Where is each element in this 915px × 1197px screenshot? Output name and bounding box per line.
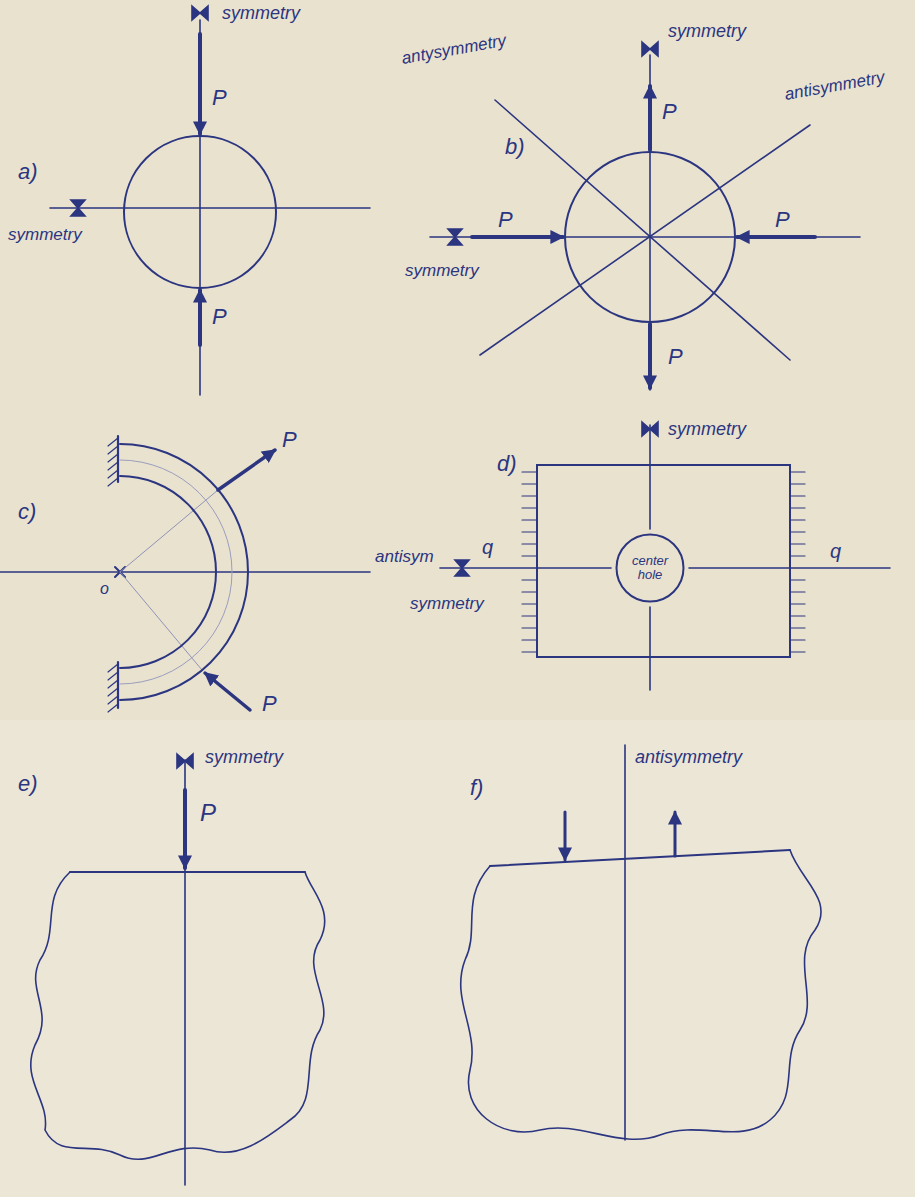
symmetry-label: symmetry (668, 420, 746, 440)
load-arrow (198, 290, 202, 345)
load-label: P (662, 100, 677, 124)
hole-outline (617, 535, 684, 602)
support-hatch (108, 438, 118, 486)
load-arrow (564, 812, 567, 860)
axis-line (649, 425, 651, 529)
part-label: e) (18, 772, 38, 796)
load-label: q (830, 540, 841, 562)
antisymmetry-line (495, 100, 790, 360)
hole-circle: center hole (615, 533, 685, 603)
half-space-surface (490, 850, 790, 866)
support-hatch (108, 664, 118, 712)
construction-line (120, 572, 202, 670)
axis-line (184, 760, 186, 1185)
axis-line (624, 745, 626, 1140)
load-label: P (212, 305, 227, 329)
symmetry-label: symmetry (410, 595, 484, 614)
axis-line (50, 207, 370, 209)
load-arrow (183, 790, 187, 868)
antisymmetry-line (480, 125, 810, 355)
hole-label: center hole (627, 554, 673, 583)
load-label: P (200, 800, 216, 826)
load-arrow (472, 235, 563, 239)
load-arrow (205, 673, 250, 710)
fixed-support (117, 436, 119, 482)
antisymmetry-label: antysymmetry (400, 32, 507, 69)
symmetry-label: symmetry (668, 22, 746, 42)
distributed-load (790, 472, 805, 652)
plate (537, 465, 790, 657)
load-arrow (198, 34, 202, 134)
load-label: P (668, 345, 683, 369)
load-label: P (498, 208, 513, 232)
construction-line (120, 490, 218, 572)
load-label: P (775, 208, 790, 232)
load-arrow (648, 324, 652, 388)
symmetry-symbol (642, 42, 658, 56)
axis-line (0, 571, 370, 573)
axis-line (649, 607, 651, 690)
load-arrow (218, 450, 275, 490)
load-label: q (482, 536, 493, 558)
antisymmetry-label: antisym (375, 548, 434, 567)
part-label: c) (18, 500, 36, 524)
load-arrow (737, 235, 815, 239)
distributed-load (522, 472, 537, 652)
center-label: o (100, 580, 109, 598)
part-label: d) (497, 452, 517, 476)
load-arrow (674, 812, 677, 856)
load-label: P (262, 692, 277, 716)
symmetry-label: symmetry (8, 226, 82, 245)
symmetry-symbol (642, 422, 658, 436)
part-label: f) (470, 776, 483, 800)
bar-centerline (120, 460, 232, 684)
half-space-surface (70, 871, 305, 873)
symmetry-symbol (192, 6, 208, 20)
disc (565, 152, 735, 322)
half-space-outline (31, 872, 325, 1159)
symmetry-symbol (177, 754, 193, 768)
symmetry-label: symmetry (205, 748, 283, 768)
part-label: b) (505, 135, 525, 159)
photo-panel (0, 720, 915, 1197)
part-label: a) (18, 160, 38, 184)
load-label: P (212, 86, 227, 110)
load-arrow (648, 86, 652, 150)
symmetry-symbol (455, 560, 469, 576)
half-space-outline (461, 850, 821, 1139)
disc (124, 136, 276, 288)
symmetry-label: symmetry (405, 262, 479, 281)
antisymmetry-label: antisymmetry (635, 748, 742, 768)
symmetry-label: symmetry (222, 4, 300, 24)
symmetry-symbol (448, 229, 462, 245)
antisymmetry-label: antisymmetry (783, 69, 886, 105)
fixed-support (117, 662, 119, 708)
curved-bar (120, 476, 216, 668)
axis-line (649, 55, 651, 390)
load-label: P (282, 428, 297, 452)
axis-line (430, 236, 860, 238)
axis-line (440, 567, 611, 569)
symmetry-symbol (71, 200, 85, 216)
